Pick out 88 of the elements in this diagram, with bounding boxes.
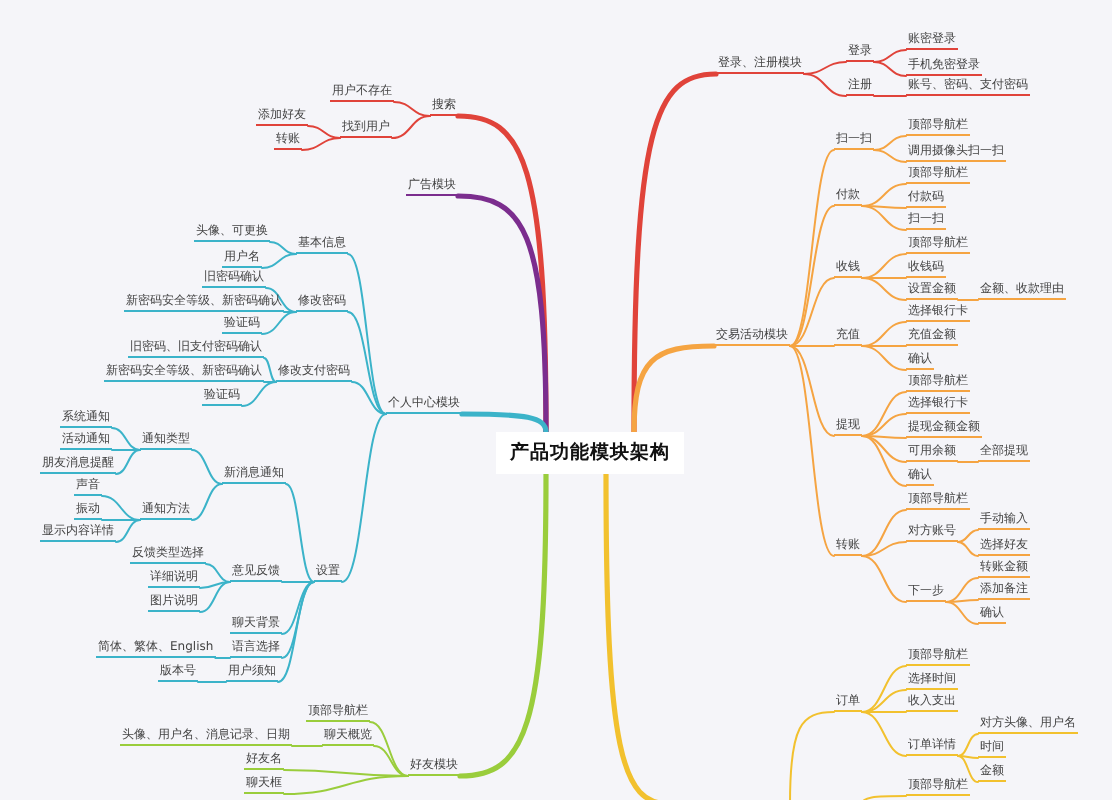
- branch-line: [861, 345, 907, 371]
- branch-line: [285, 483, 315, 583]
- branch-line: [789, 345, 835, 437]
- branch-line: [861, 435, 907, 463]
- branch-line: [101, 495, 141, 521]
- branch-line: [341, 413, 387, 583]
- branch-line: [115, 449, 141, 475]
- branch-line: [111, 449, 141, 451]
- branch-line: [945, 577, 979, 603]
- branch-line: [873, 95, 907, 97]
- branch-line: [861, 435, 907, 439]
- branch-line: [861, 183, 907, 207]
- branch-line: [861, 277, 907, 279]
- branch-line: [191, 449, 223, 485]
- branch-line: [789, 345, 835, 347]
- branch-line: [945, 599, 979, 603]
- branch-line: [269, 241, 297, 255]
- branch-line: [789, 205, 835, 347]
- branch-line: [197, 681, 227, 683]
- branch-line: [873, 49, 907, 63]
- branch-line: [369, 721, 409, 777]
- branch-line: [957, 529, 979, 543]
- branch-line: [347, 311, 387, 415]
- branch-line: [373, 745, 409, 777]
- branch-line: [957, 755, 979, 759]
- branch-line: [241, 381, 277, 407]
- branch-line: [631, 343, 717, 435]
- branch-line: [803, 73, 847, 97]
- branch-line: [957, 755, 979, 783]
- branch-line: [957, 461, 979, 463]
- branch-line: [199, 581, 231, 589]
- branch-line: [861, 205, 907, 231]
- branch-line: [861, 277, 907, 301]
- branch-line: [861, 321, 907, 347]
- branch-line: [277, 581, 315, 683]
- branch-line: [307, 125, 341, 139]
- branch-line: [873, 149, 907, 163]
- branch-line: [945, 601, 979, 625]
- branch-line: [873, 135, 907, 151]
- branch-line: [861, 665, 907, 713]
- branch-line: [957, 541, 979, 557]
- branch-line: [789, 345, 835, 557]
- branch-line: [281, 581, 315, 583]
- branch-line: [101, 519, 141, 521]
- branch-line: [957, 299, 979, 301]
- branch-line: [861, 345, 907, 347]
- branch-line: [115, 519, 141, 543]
- branch-line: [455, 193, 549, 435]
- branch-line: [861, 509, 907, 557]
- branch-line: [347, 253, 387, 415]
- branch-line: [265, 287, 297, 313]
- branch-line: [861, 205, 907, 209]
- branch-line: [861, 253, 907, 279]
- branch-line: [291, 745, 323, 747]
- branch-line: [861, 711, 907, 713]
- branch-line: [111, 427, 141, 451]
- branch-line: [457, 471, 549, 779]
- branch-line: [861, 413, 907, 437]
- branch-line: [263, 381, 277, 383]
- branch-line: [351, 381, 387, 415]
- branch-line: [861, 795, 907, 800]
- branch-line: [261, 253, 297, 269]
- branch-line: [263, 357, 277, 383]
- branch-line: [861, 555, 907, 603]
- branch-line: [803, 61, 847, 75]
- branch-line: [214, 657, 231, 659]
- branch-line: [391, 115, 431, 139]
- branch-line: [789, 711, 835, 800]
- branch-line: [199, 581, 231, 613]
- branch-line: [789, 277, 835, 347]
- branch-line: [283, 775, 409, 795]
- branch-line: [191, 483, 223, 521]
- branch-line: [459, 411, 549, 435]
- branch-line: [861, 689, 907, 713]
- central-topic-box: 产品功能模块架构: [496, 432, 684, 474]
- branch-line: [861, 435, 907, 487]
- branch-line: [861, 391, 907, 437]
- branch-line: [281, 581, 315, 635]
- branch-line: [205, 563, 231, 583]
- branch-line: [261, 311, 297, 335]
- branch-line: [393, 101, 431, 117]
- branch-line: [861, 541, 907, 557]
- branch-line: [301, 137, 341, 151]
- branch-line: [957, 733, 979, 757]
- branch-line: [873, 61, 907, 77]
- branch-line: [861, 711, 907, 757]
- branch-line: [789, 149, 835, 347]
- branch-line: [283, 311, 297, 313]
